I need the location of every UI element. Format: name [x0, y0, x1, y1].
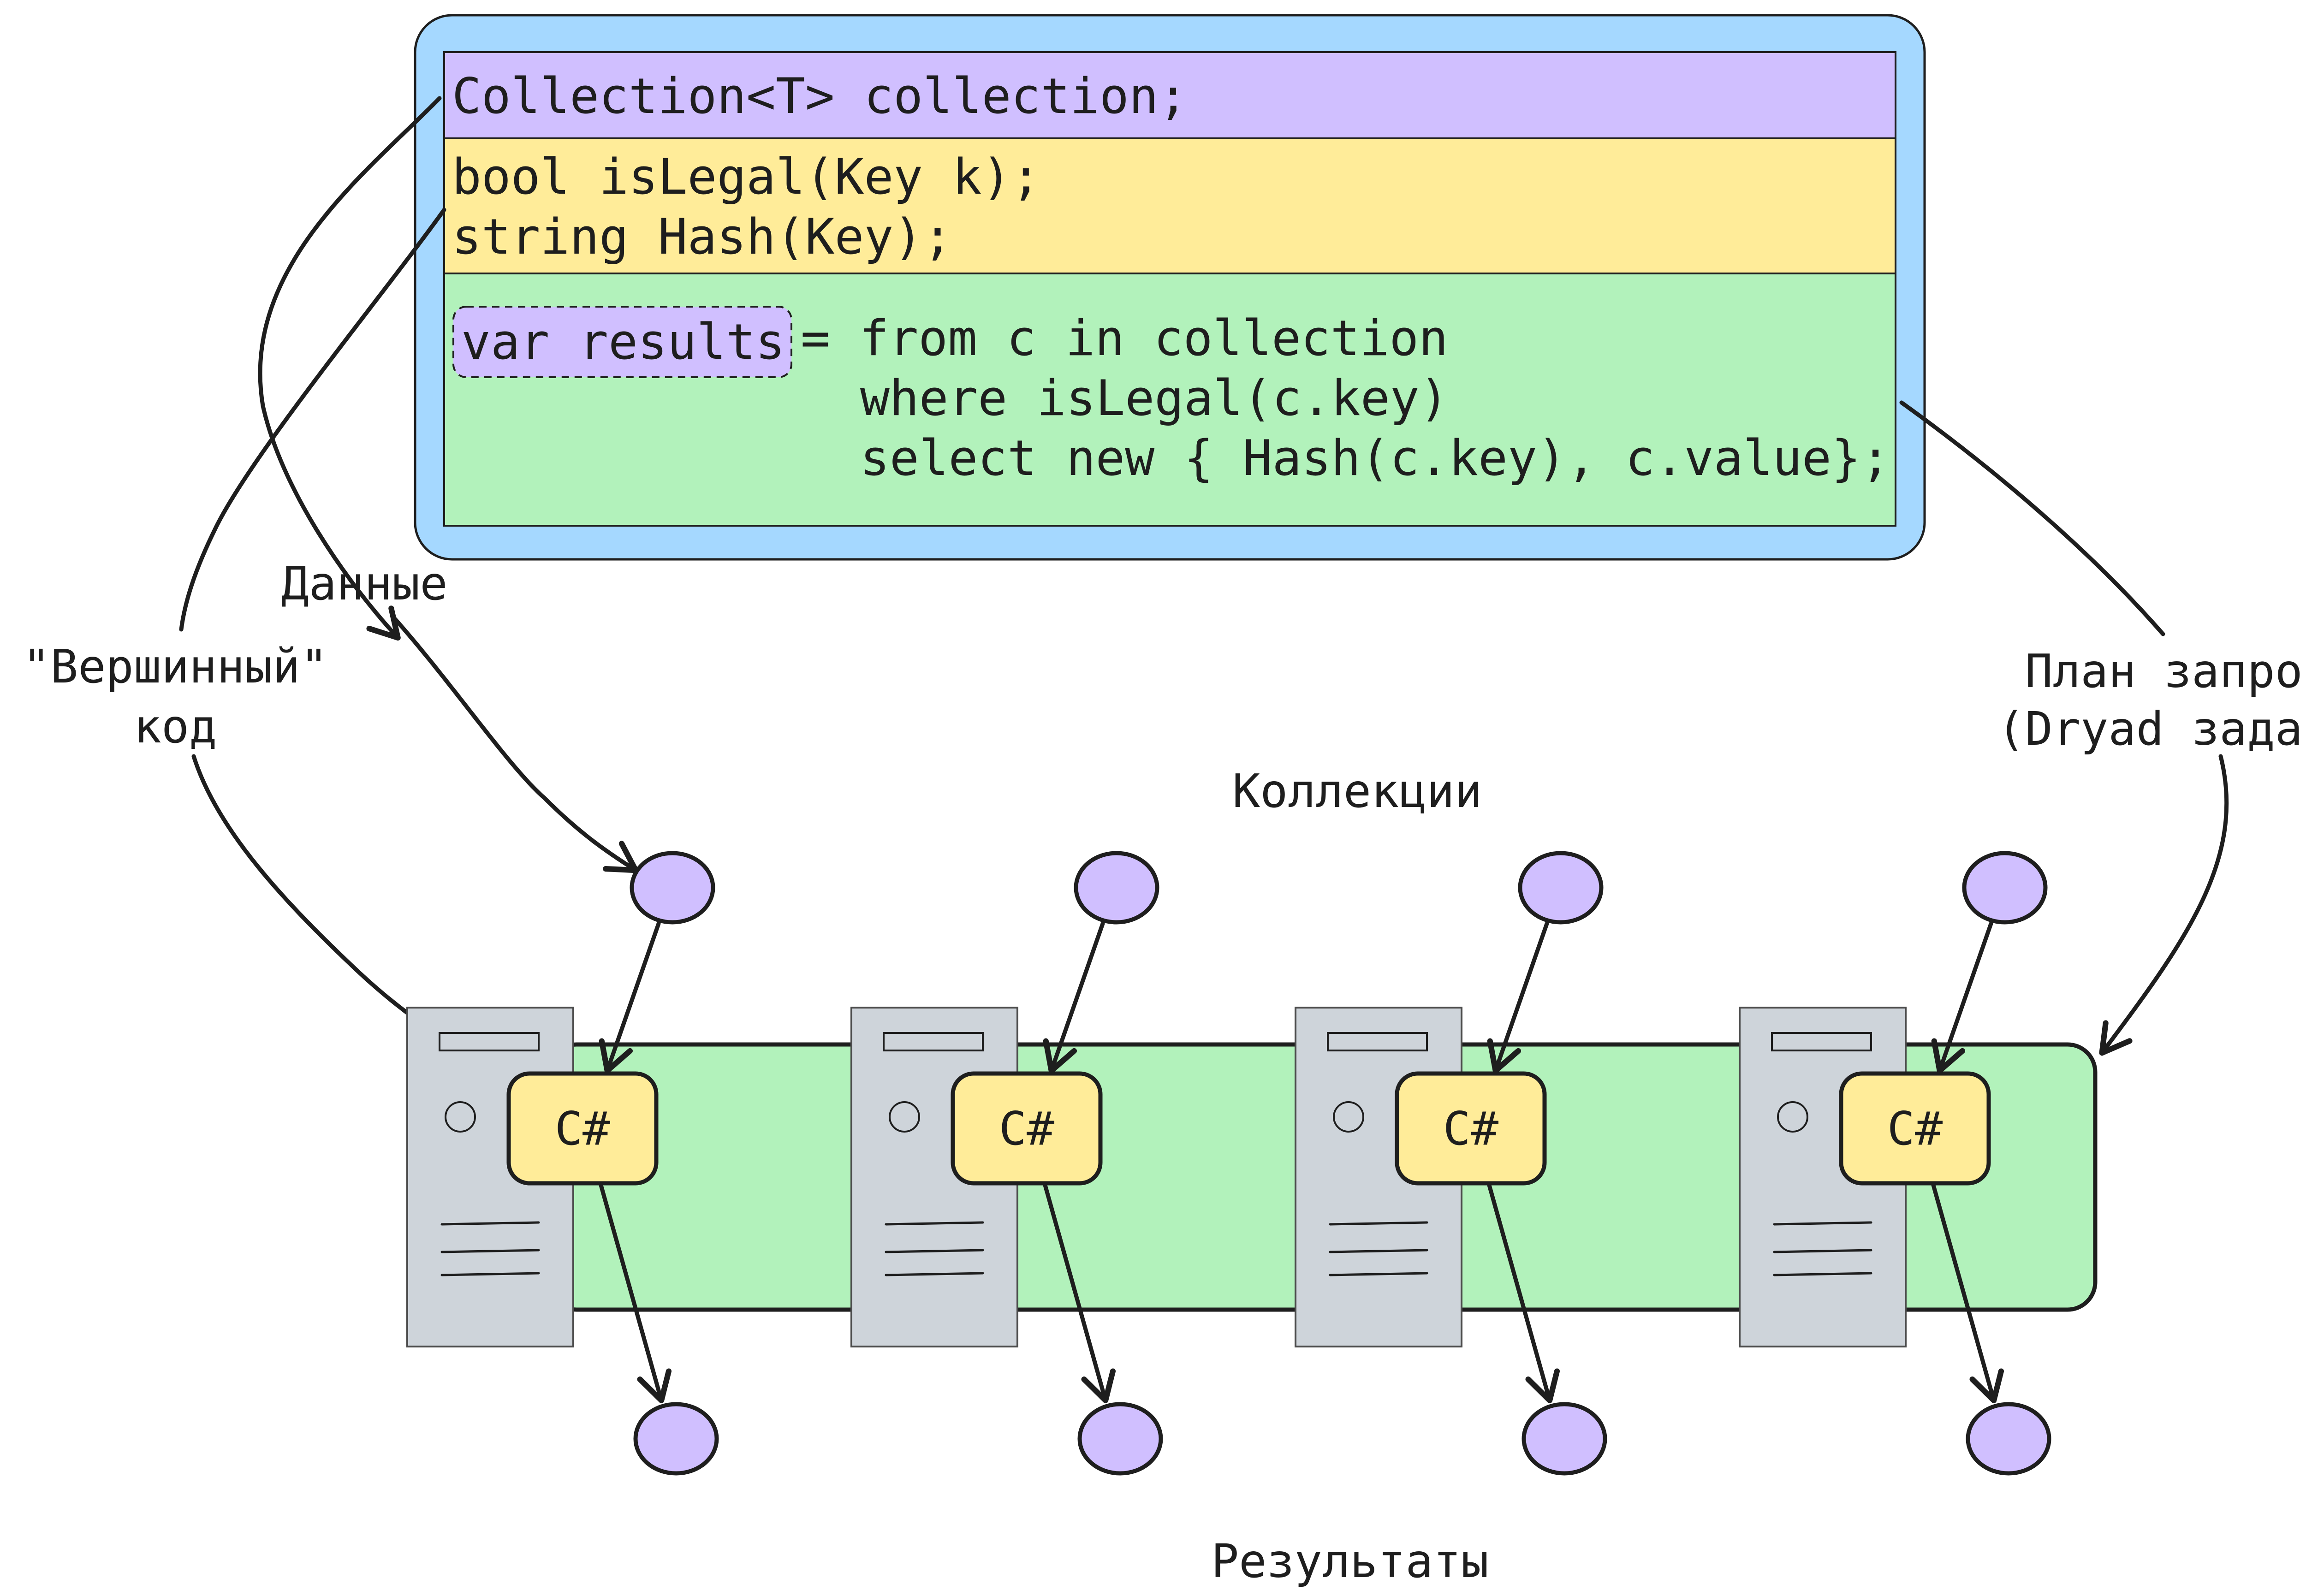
- result-ellipse: [633, 1402, 719, 1476]
- data-label-arrow: [390, 613, 639, 873]
- query-line: select new { Hash(c.key), c.value};: [860, 430, 1890, 487]
- compute-node: C#: [406, 851, 719, 1476]
- compute-node: C#: [850, 851, 1163, 1476]
- server-vent-line: [1329, 1249, 1428, 1253]
- results-label: Результаты: [1211, 1534, 1489, 1588]
- server-power-button: [1333, 1101, 1364, 1133]
- input-arrow: [599, 921, 661, 1074]
- collection-ellipse: [630, 851, 715, 925]
- csharp-badge: [1395, 1071, 1547, 1186]
- vertex-code-label: код: [134, 700, 217, 754]
- server-power-button: [445, 1101, 476, 1133]
- collection-ellipse: [1518, 851, 1604, 925]
- data-declaration-text: Collection<T> collection;: [452, 68, 1188, 125]
- server-vent-line: [1329, 1221, 1428, 1226]
- compute-node: C#: [1739, 851, 2051, 1476]
- query-plan-connector-curve: [1899, 400, 2165, 636]
- query-variable-text: var results: [461, 314, 785, 370]
- output-arrow: [1487, 1183, 1560, 1403]
- server-power-button: [889, 1101, 920, 1133]
- input-arrow: [1931, 921, 1993, 1074]
- vertex-function-line: string Hash(Key);: [452, 208, 952, 265]
- csharp-badge-label: C#: [555, 1102, 611, 1156]
- output-arrow: [1043, 1183, 1116, 1403]
- data-connector-curve: [258, 96, 442, 641]
- server-drive-slot: [883, 1032, 984, 1051]
- connectors: [179, 96, 2229, 1081]
- input-arrow: [1487, 921, 1549, 1074]
- query-line: where isLegal(c.key): [860, 370, 1449, 427]
- csharp-badge-label: C#: [1443, 1102, 1499, 1156]
- query-line: = from c in collection: [801, 310, 1448, 367]
- input-arrow: [1043, 921, 1105, 1074]
- server-vent-line: [1773, 1249, 1872, 1253]
- csharp-badge: [951, 1071, 1103, 1186]
- vertex-function-line: bool isLegal(Key k);: [452, 148, 1040, 205]
- server-vent-line: [1329, 1272, 1428, 1276]
- server-vent-line: [885, 1272, 984, 1276]
- result-ellipse: [1077, 1402, 1163, 1476]
- collection-ellipse: [1962, 851, 2048, 925]
- result-ellipse: [1521, 1402, 1607, 1476]
- server-drive-slot: [1771, 1032, 1872, 1051]
- server-vent-line: [1773, 1272, 1872, 1276]
- output-arrow: [1931, 1183, 2004, 1403]
- server-vent-line: [440, 1272, 540, 1276]
- server-vent-line: [1773, 1221, 1872, 1226]
- server-power-button: [1777, 1101, 1808, 1133]
- collections-label: Коллекции: [1232, 764, 1482, 818]
- server-drive-slot: [439, 1032, 540, 1051]
- server-drive-slot: [1327, 1032, 1428, 1051]
- compute-nodes: C# C# C# C#: [406, 851, 2051, 1476]
- server-vent-line: [440, 1221, 540, 1226]
- vertex-functions-row: [443, 137, 1896, 274]
- code-panel: Collection<T> collection; bool isLegal(K…: [414, 14, 1926, 561]
- csharp-badge-label: C#: [1887, 1102, 1943, 1156]
- vertex-code-connector-curve: [179, 208, 446, 632]
- server-vent-line: [885, 1249, 984, 1253]
- data-declaration-row: [443, 51, 1896, 139]
- csharp-badge: [1839, 1071, 1991, 1186]
- csharp-badge-label: C#: [999, 1102, 1055, 1156]
- data-label: Данные: [281, 557, 447, 611]
- query-plan-label: План запроса: [2025, 644, 2306, 698]
- result-ellipse: [1966, 1402, 2051, 1476]
- server-vent-line: [885, 1221, 984, 1226]
- vertex-code-label: "Вершинный": [23, 640, 328, 694]
- output-arrow: [599, 1183, 672, 1403]
- server-vent-line: [440, 1249, 540, 1253]
- query-plan-arrow: [2099, 754, 2229, 1056]
- collection-ellipse: [1074, 851, 1159, 925]
- query-plan-label: (Dryad задача): [1997, 702, 2306, 756]
- query-variable-highlight: [452, 306, 792, 378]
- csharp-badge: [506, 1071, 659, 1186]
- compute-node: C#: [1295, 851, 1607, 1476]
